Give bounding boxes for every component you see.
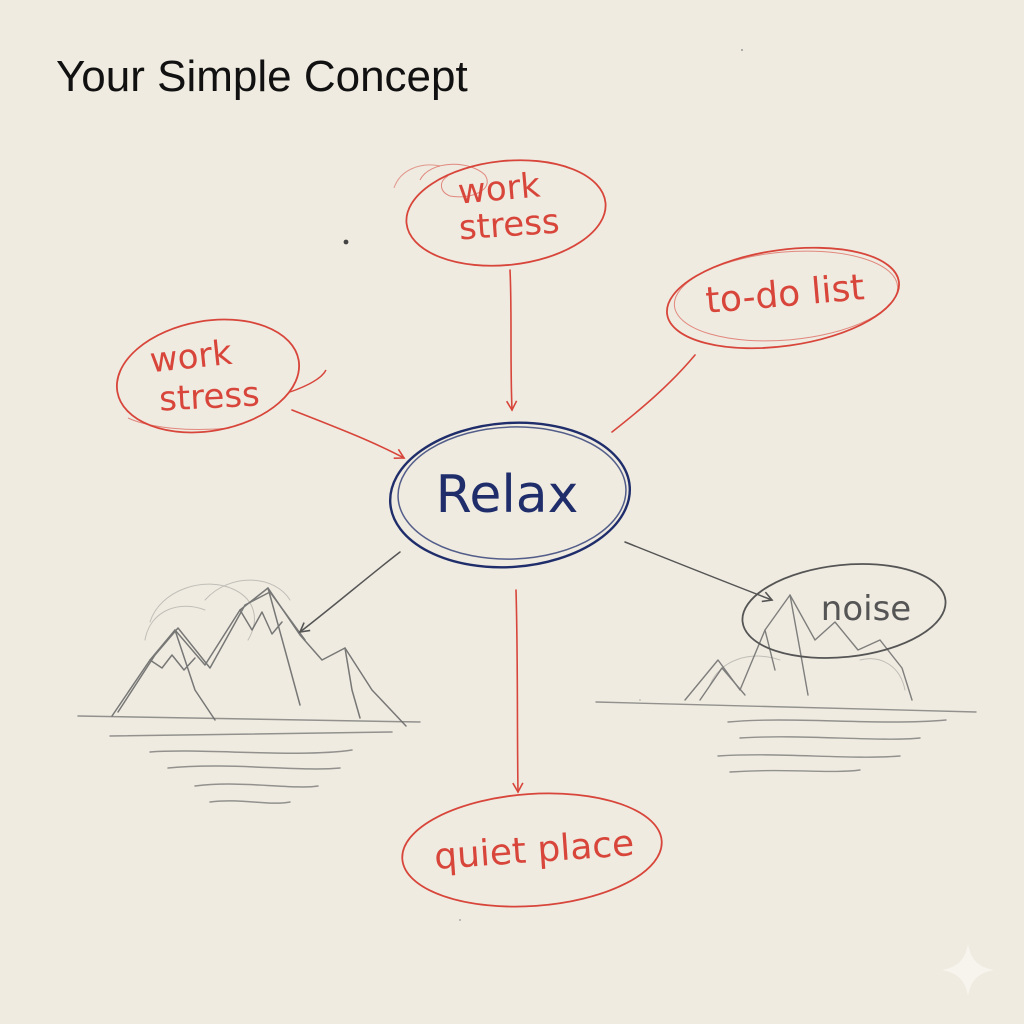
mountain-lake-sketch-right [595,594,977,773]
arrow-center-to-noise [624,541,774,603]
node-label: stress [158,374,261,419]
sparkle-icon [942,944,994,996]
line-todo-to-center [611,354,696,433]
arrow-center-to-quiet [512,589,524,794]
arrow-left-to-center [291,409,406,460]
arrow-center-to-mountain [298,551,401,634]
connectors [291,269,774,794]
node-center: Relax [388,421,632,569]
node-noise: noise [741,563,947,659]
node-label: work [456,166,542,213]
mountain-icon [111,587,407,727]
node-label: noise [821,589,911,629]
node-label: quiet place [433,823,636,878]
mountain-lake-sketch-left [77,579,421,804]
lake-lines [595,701,977,773]
node-quiet-place: quiet place [401,792,663,908]
center-label: Relax [436,465,579,525]
node-work-stress-top: work stress [393,159,607,267]
node-work-stress-left: work stress [115,318,327,434]
lake-lines [77,715,421,804]
arrow-top-to-center [505,269,518,412]
node-label: to-do list [704,267,866,322]
paper-specks [343,49,743,921]
page-title: Your Simple Concept [56,52,468,101]
node-label: work [148,333,234,381]
node-todo-list: to-do list [666,246,900,350]
node-label: stress [458,202,561,249]
